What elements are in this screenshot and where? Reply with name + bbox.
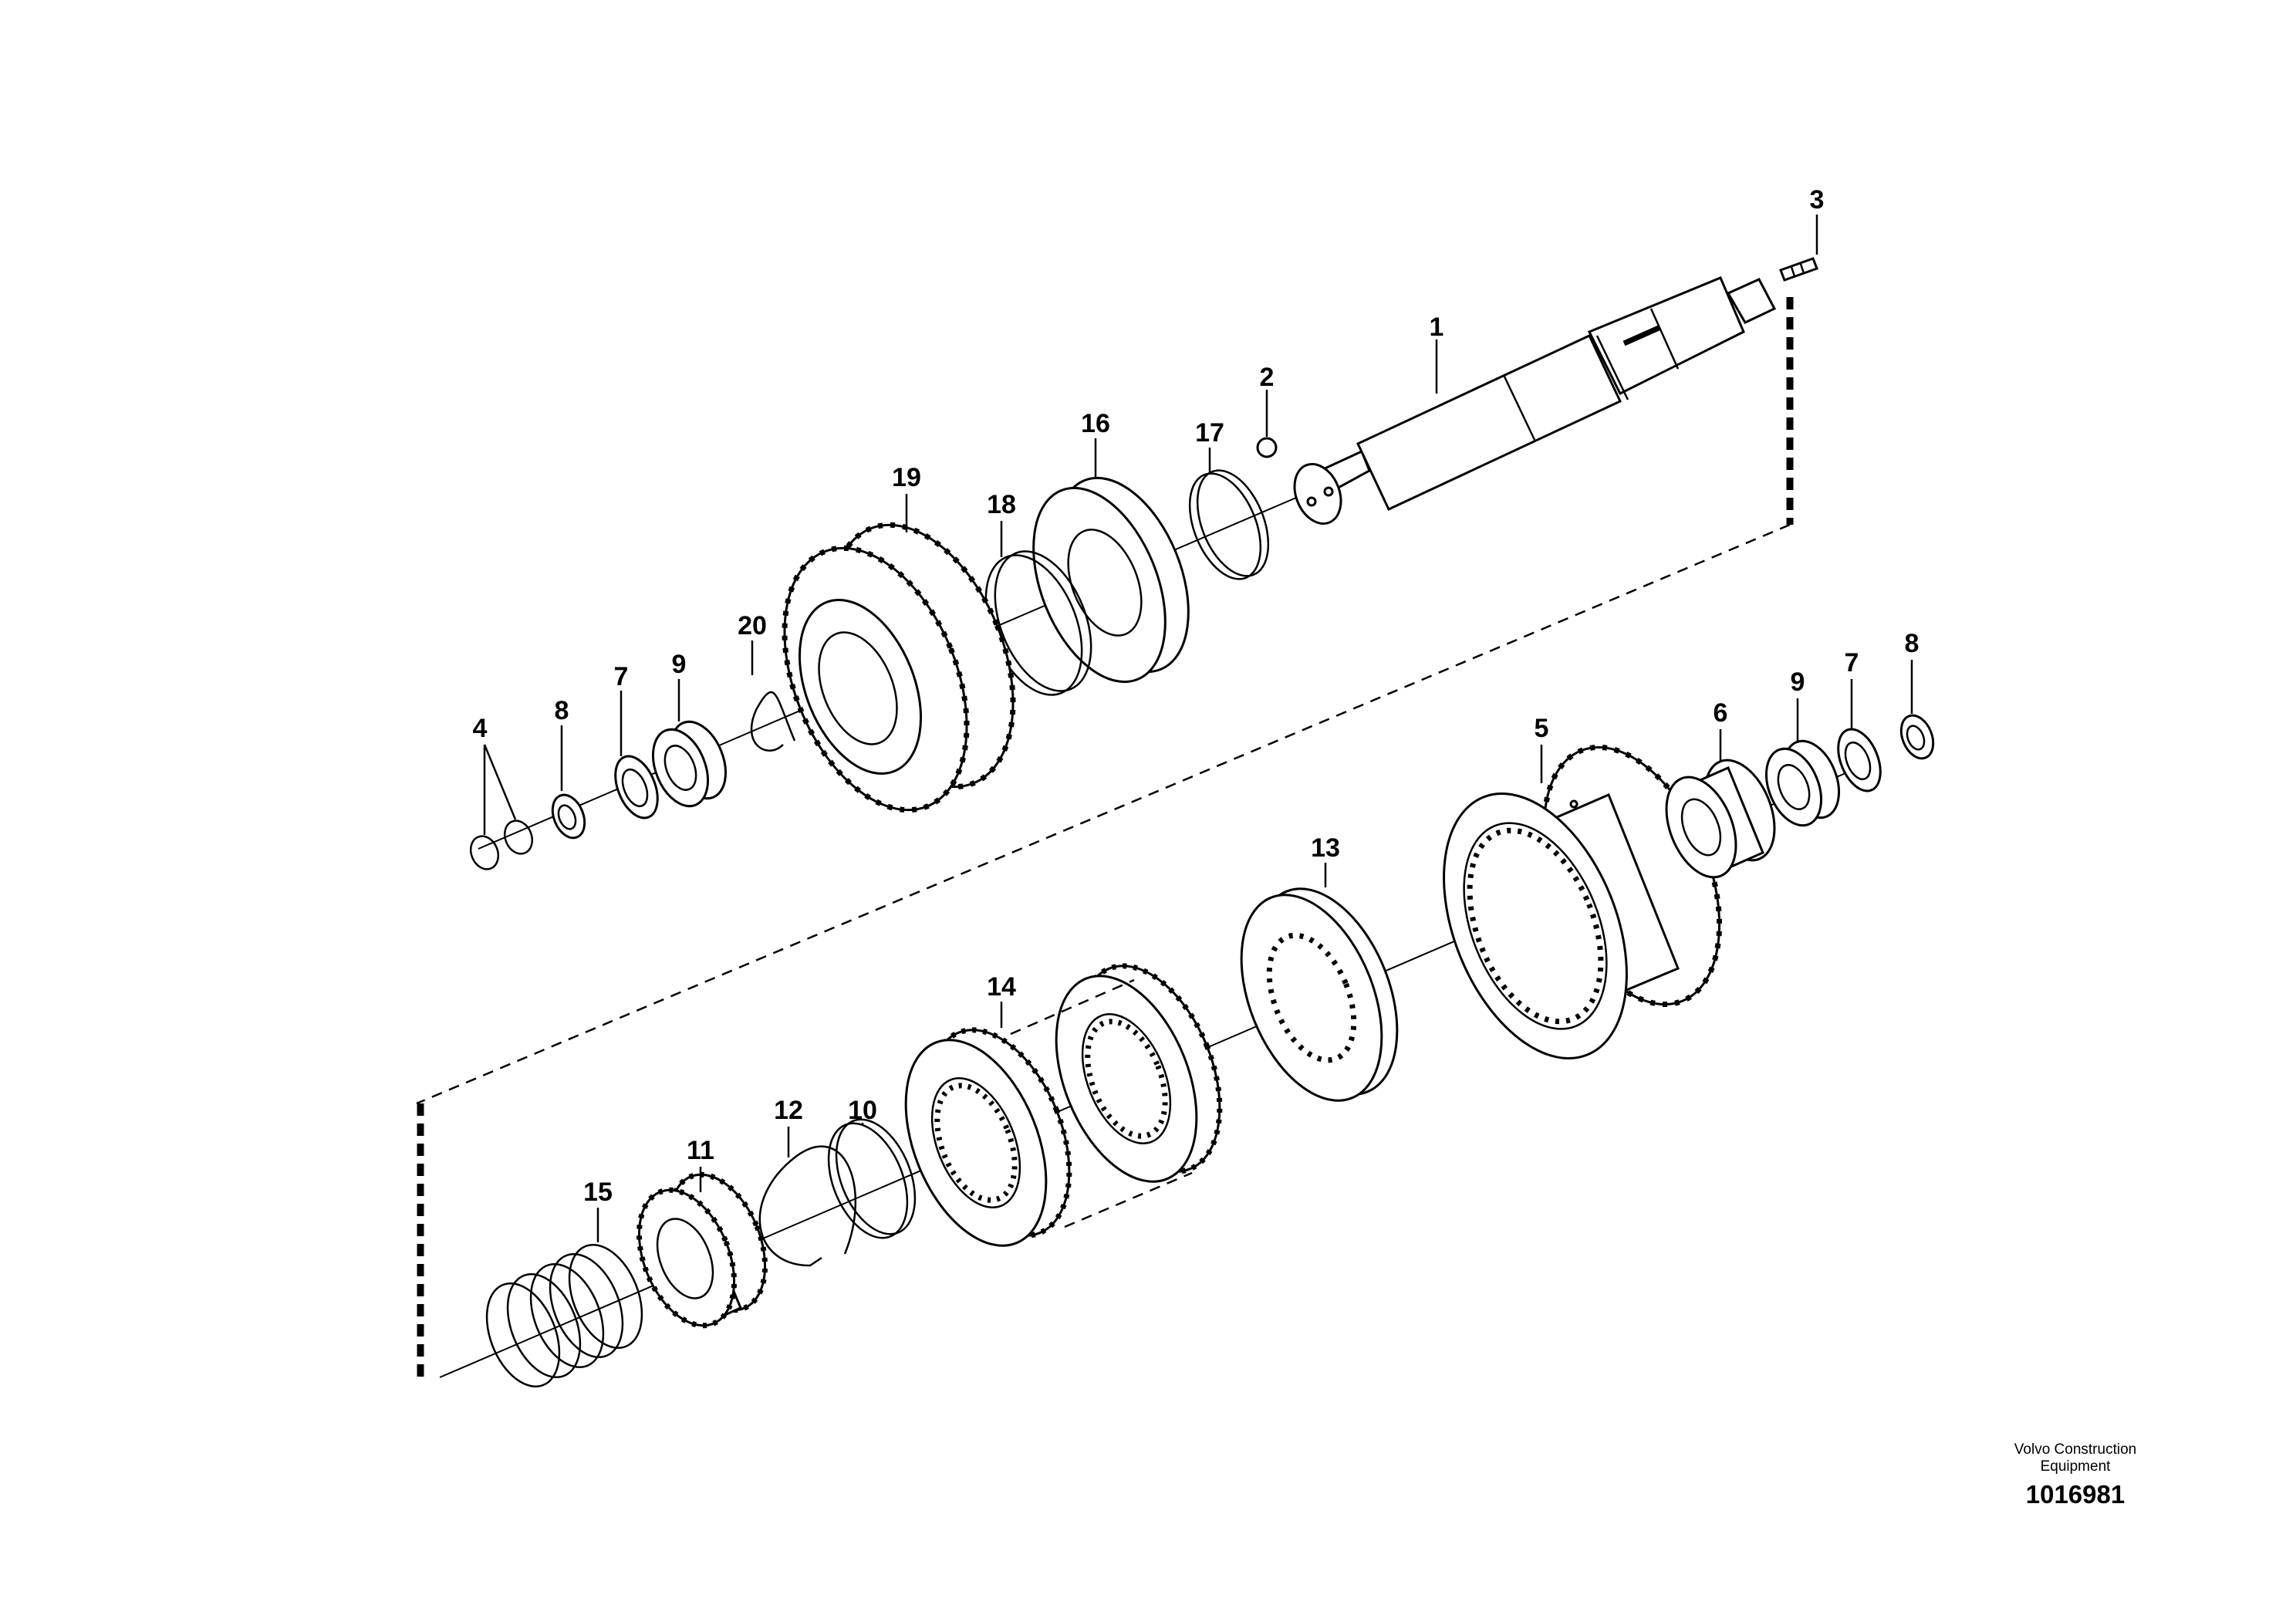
bearing-9-upper: [652, 720, 727, 808]
credit-company: Volvo Construction: [2014, 1441, 2137, 1458]
callout-10: 10: [848, 1096, 877, 1125]
callout-15: 15: [583, 1178, 613, 1207]
clutch-disc-pack-14: [904, 963, 1223, 1247]
callout-3: 3: [1810, 185, 1825, 215]
gear-19: [782, 522, 1016, 813]
publisher-credit: Volvo Construction Equipment 1016981: [1975, 1441, 2176, 1509]
washer-7-lower: [1837, 728, 1882, 792]
callout-labels: 1 2 3 4 5 6 7 7 8 8 9 9 10 11 12 13 14 1…: [473, 185, 1920, 1207]
credit-company-line2: Equipment: [2040, 1458, 2111, 1475]
callout-6: 6: [1714, 698, 1728, 728]
nut-8-upper: [551, 793, 586, 840]
callout-12: 12: [774, 1096, 803, 1125]
bearing-6: [1665, 759, 1776, 879]
callout-11: 11: [687, 1136, 714, 1165]
callout-8-lower: 8: [1905, 629, 1920, 658]
snap-ring-17: [1188, 469, 1270, 580]
snap-ring-10: [827, 1118, 917, 1239]
ball-2: [1256, 437, 1278, 458]
pin-3: [1779, 257, 1818, 282]
assembly-link-line: [416, 523, 1791, 1105]
thrust-washer-16: [1032, 476, 1190, 684]
snap-ring-20: [750, 691, 796, 752]
o-rings-4: [469, 819, 534, 870]
callout-5: 5: [1535, 714, 1549, 743]
clutch-housing-5: [1443, 744, 1723, 1059]
callout-14: 14: [987, 972, 1016, 1002]
callout-13: 13: [1311, 833, 1340, 863]
main-shaft: [1293, 276, 1777, 525]
callout-9-upper: 9: [672, 650, 687, 679]
nut-8-lower: [1899, 714, 1935, 760]
callout-7-upper: 7: [614, 662, 629, 691]
callout-4: 4: [473, 714, 488, 743]
hub-11: [636, 1171, 768, 1329]
bearing-9-lower: [1765, 739, 1840, 827]
callout-20: 20: [738, 611, 767, 640]
springs-15: [485, 1243, 643, 1388]
drawing-number: 1016981: [2025, 1480, 2125, 1509]
callout-8-upper: 8: [555, 696, 569, 725]
callout-1: 1: [1430, 313, 1444, 342]
callout-18: 18: [987, 490, 1016, 519]
callout-17: 17: [1195, 418, 1224, 448]
callout-19: 19: [892, 463, 921, 492]
callout-7-lower: 7: [1845, 648, 1859, 678]
callout-9-lower: 9: [1791, 667, 1805, 697]
snap-ring-12: [758, 1145, 856, 1267]
callout-16: 16: [1081, 409, 1110, 438]
piston-13: [1240, 887, 1399, 1102]
leader-lines: [483, 215, 1913, 1242]
callout-2: 2: [1260, 363, 1275, 392]
washer-7-upper: [614, 755, 659, 819]
